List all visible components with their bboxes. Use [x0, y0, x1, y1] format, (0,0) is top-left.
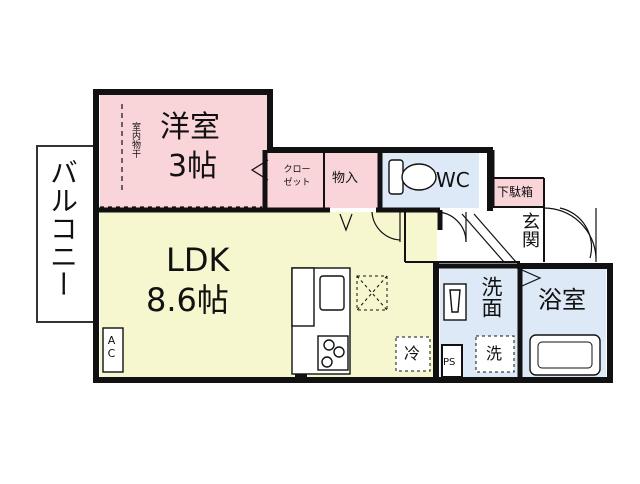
kitchen-counter — [291, 267, 351, 375]
fridge-space — [395, 336, 431, 372]
ldk-name: LDK — [166, 241, 230, 279]
closet-fill — [267, 150, 324, 208]
washroom-label: 洗面 — [479, 276, 503, 318]
ac-box — [102, 327, 124, 373]
western-room-size: 3帖 — [168, 149, 218, 184]
ldk-fill — [100, 212, 437, 378]
ac-label: AC — [105, 334, 118, 360]
shoe-box-fill — [492, 178, 544, 207]
storage-fill — [324, 150, 379, 208]
washbasin-fixture — [443, 283, 467, 321]
washer-space — [475, 335, 515, 373]
western-room-name: 洋室 — [160, 110, 220, 145]
western-room-fill — [100, 95, 267, 208]
storage-label: 物入 — [332, 171, 359, 186]
indoor-drying-label: 室内物干 — [130, 122, 140, 158]
balcony-label: バルコニー — [46, 158, 79, 298]
ldk-size: 8.6帖 — [146, 281, 229, 319]
entrance-label: 玄関 — [519, 212, 540, 248]
balcony-sliding-door — [95, 206, 262, 216]
door-swings — [250, 159, 597, 287]
ps-label: PS — [443, 357, 456, 368]
washer-label: 洗 — [486, 344, 503, 363]
bathtub-inner — [537, 341, 593, 369]
toilet-fixture — [388, 159, 437, 195]
inner-walls — [96, 150, 523, 380]
wc-label: WC — [436, 168, 470, 192]
fridge-label: 冷 — [404, 344, 421, 363]
bathroom-label: 浴室 — [538, 286, 586, 314]
shoe-box-label: 下駄箱 — [497, 185, 534, 199]
closet-label: クロー ゼット — [283, 165, 311, 188]
balcony-outline — [36, 145, 96, 323]
ceiling-hatch — [356, 275, 388, 311]
bathtub — [529, 334, 601, 376]
